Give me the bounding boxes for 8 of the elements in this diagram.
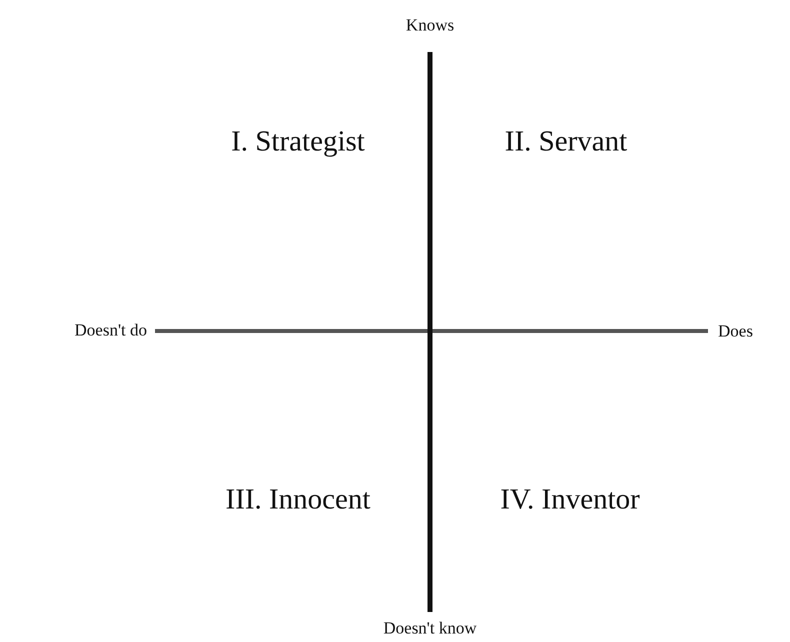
quadrant-label: II. Servant <box>504 128 628 156</box>
quadrant-label: I. Strategist <box>231 128 365 156</box>
axis-label: Does <box>718 322 753 340</box>
axis-label: Doesn't do <box>74 322 147 338</box>
quadrant-label: IV. Inventor <box>500 486 640 514</box>
axis-label: Doesn't know <box>383 620 477 636</box>
axis-label: Knows <box>406 16 454 34</box>
quadrant-label: III. Innocent <box>226 486 370 514</box>
